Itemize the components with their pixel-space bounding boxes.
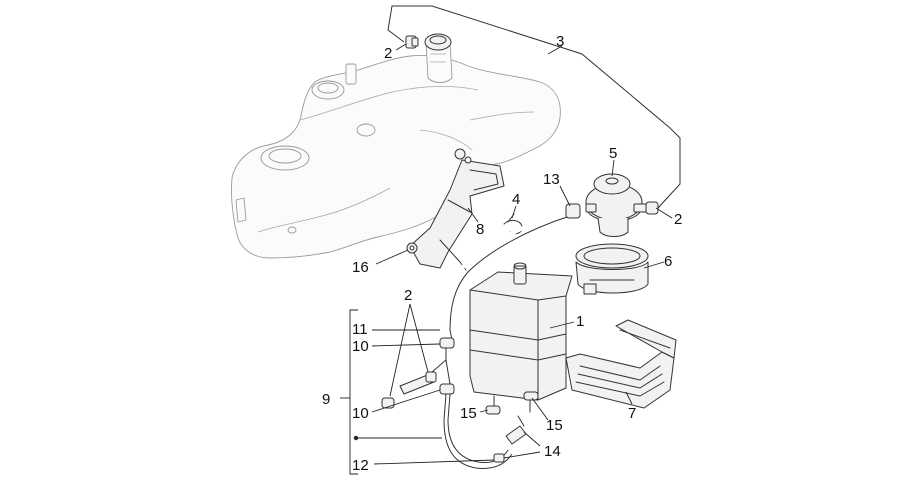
vent-hose-3 bbox=[387, 5, 681, 209]
label-7: 7 bbox=[628, 405, 636, 422]
label-10-lower: 10 bbox=[352, 405, 369, 422]
label-12: 12 bbox=[352, 457, 369, 474]
canister-1 bbox=[469, 262, 573, 413]
clamp-2-upper bbox=[405, 35, 419, 49]
valve-5 bbox=[585, 173, 647, 237]
strap-6 bbox=[575, 243, 649, 295]
clamp-2-right bbox=[645, 201, 659, 215]
label-3: 3 bbox=[556, 33, 564, 50]
label-16: 16 bbox=[352, 259, 369, 276]
kit-dot bbox=[353, 435, 359, 441]
label-11: 11 bbox=[352, 321, 368, 338]
label-2-top: 2 bbox=[384, 45, 392, 62]
label-10-upper: 10 bbox=[352, 338, 369, 355]
heat-shield-7 bbox=[565, 319, 677, 409]
callout-labels: 2 3 5 13 2 4 8 16 6 1 7 2 11 10 9 10 15 … bbox=[322, 33, 682, 474]
filler-neck bbox=[424, 33, 453, 83]
hose-11 bbox=[441, 210, 571, 341]
label-8: 8 bbox=[476, 221, 484, 238]
label-15-right: 15 bbox=[546, 417, 563, 434]
bracket-8 bbox=[409, 148, 505, 271]
label-6: 6 bbox=[664, 253, 672, 270]
leader-lines bbox=[340, 43, 673, 475]
hose-kit-9 bbox=[381, 337, 527, 469]
label-5: 5 bbox=[609, 145, 617, 162]
label-15-left: 15 bbox=[460, 405, 477, 422]
nut-16 bbox=[406, 242, 418, 254]
clamps-15 bbox=[485, 391, 539, 415]
clamp-13 bbox=[565, 203, 581, 219]
label-4: 4 bbox=[512, 191, 520, 208]
label-2-right: 2 bbox=[674, 211, 682, 228]
fuel-tank-ghost bbox=[231, 55, 561, 259]
label-9: 9 bbox=[322, 391, 330, 408]
label-14: 14 bbox=[544, 443, 561, 460]
label-2-lower: 2 bbox=[404, 287, 412, 304]
label-1: 1 bbox=[576, 313, 584, 330]
label-13: 13 bbox=[543, 171, 560, 188]
